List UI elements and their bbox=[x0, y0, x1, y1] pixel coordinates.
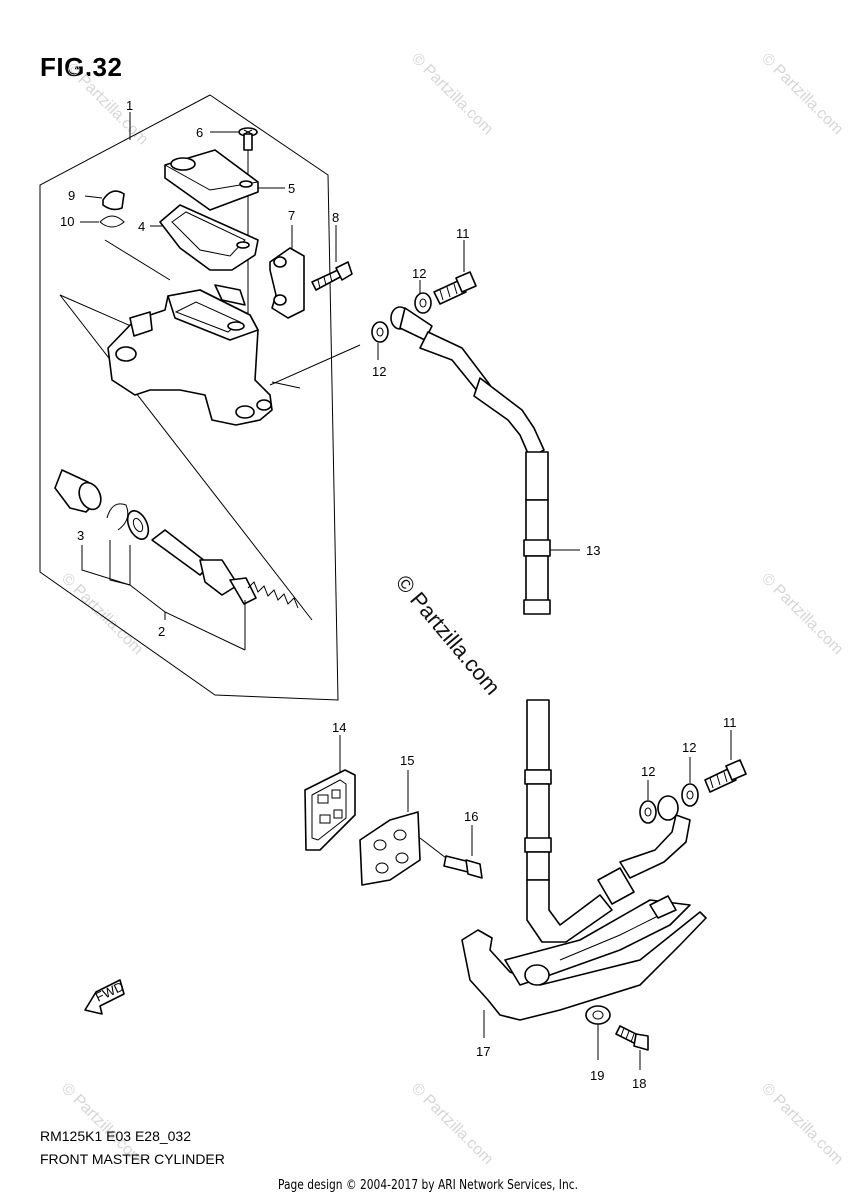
callout-12: 12 bbox=[372, 364, 386, 379]
sealing-washer bbox=[371, 321, 389, 360]
piston-rod bbox=[151, 529, 257, 605]
callout-12: 12 bbox=[412, 266, 426, 281]
sealing-washer bbox=[639, 780, 657, 824]
retaining-ring bbox=[80, 215, 125, 228]
clamp-bolt bbox=[311, 225, 353, 291]
banjo-fitting-upper bbox=[390, 306, 433, 341]
callout-1: 1 bbox=[126, 98, 133, 113]
callout-2: 2 bbox=[158, 624, 165, 639]
dust-boot bbox=[54, 469, 102, 513]
callout-11: 11 bbox=[723, 715, 737, 730]
callout-19: 19 bbox=[590, 1068, 604, 1083]
brake-pad bbox=[304, 735, 356, 851]
callout-5: 5 bbox=[288, 181, 295, 196]
brake-hose bbox=[419, 331, 613, 943]
model-code: RM125K1 E03 E28_032 bbox=[40, 1128, 191, 1144]
callout-17: 17 bbox=[476, 1044, 490, 1059]
callout-8: 8 bbox=[332, 210, 339, 225]
footer-credit: Page design © 2004-2017 by ARI Network S… bbox=[278, 1178, 578, 1193]
bracket-bolt bbox=[615, 1025, 649, 1070]
callout-16: 16 bbox=[464, 809, 478, 824]
cap-screw bbox=[210, 127, 258, 330]
fwd-arrow-icon: FWD bbox=[84, 979, 126, 1015]
return-spring bbox=[247, 581, 299, 609]
callout-18: 18 bbox=[632, 1076, 646, 1091]
callout-12: 12 bbox=[641, 764, 655, 779]
master-cylinder-body bbox=[107, 284, 301, 426]
sealing-washer bbox=[681, 757, 699, 807]
pad-shim bbox=[359, 770, 421, 886]
diaphragm bbox=[150, 204, 259, 271]
callout-9: 9 bbox=[68, 188, 75, 203]
reservoir-cap bbox=[164, 149, 285, 211]
callout-10: 10 bbox=[60, 214, 74, 229]
sealing-washer bbox=[414, 280, 432, 314]
assembly-boundary bbox=[39, 94, 339, 701]
page-title: FIG.32 bbox=[40, 52, 123, 82]
circlip bbox=[106, 503, 129, 531]
callout-12: 12 bbox=[682, 740, 696, 755]
banjo-bolt-upper bbox=[433, 240, 477, 305]
callout-6: 6 bbox=[196, 125, 203, 140]
callout-3: 3 bbox=[77, 528, 84, 543]
banjo-bolt-lower bbox=[704, 730, 747, 793]
pad-bolt bbox=[419, 825, 483, 879]
callout-11: 11 bbox=[456, 226, 470, 241]
callout-13: 13 bbox=[586, 543, 600, 558]
callout-7: 7 bbox=[288, 208, 295, 223]
piston-washer bbox=[126, 510, 150, 540]
hose-fitting-lower bbox=[597, 795, 691, 905]
callout-15: 15 bbox=[400, 753, 414, 768]
callout-14: 14 bbox=[332, 720, 346, 735]
callout-4: 4 bbox=[138, 219, 145, 234]
diagram-title: FRONT MASTER CYLINDER bbox=[40, 1151, 225, 1167]
boot-small bbox=[84, 190, 125, 211]
bushing bbox=[585, 1005, 611, 1060]
caliper-bracket bbox=[461, 895, 707, 1038]
holder-clamp bbox=[269, 225, 305, 319]
